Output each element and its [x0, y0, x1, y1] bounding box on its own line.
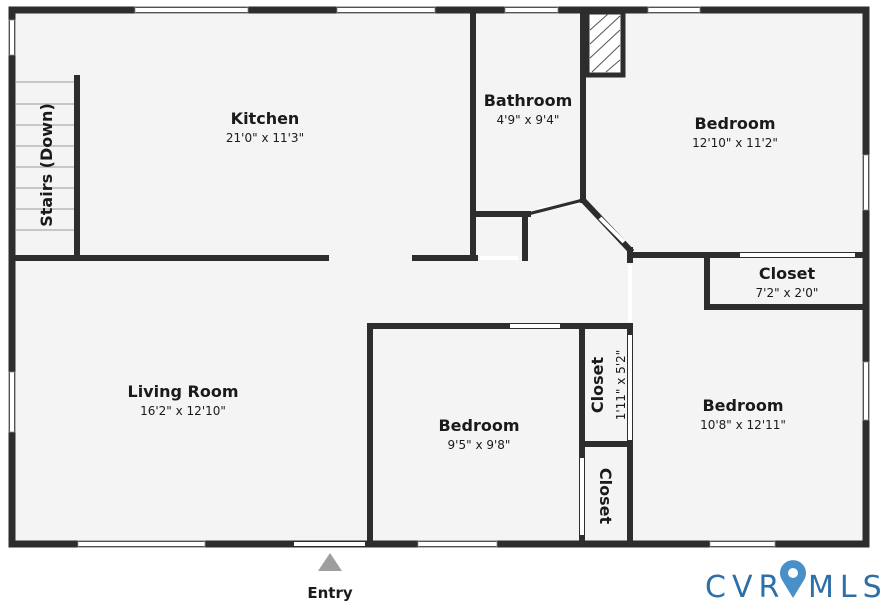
- bedroom-se-label: Bedroom: [702, 396, 783, 415]
- stairs-label: Stairs (Down): [37, 103, 56, 227]
- kitchen-dimensions: 21'0" x 11'3": [226, 131, 304, 145]
- living-room-dimensions: 16'2" x 12'10": [140, 404, 226, 418]
- bedroom-ne-dimensions: 12'10" x 11'2": [692, 136, 778, 150]
- living-room-label: Living Room: [128, 382, 239, 401]
- window-frames: [8, 6, 870, 548]
- windows: [10, 8, 868, 546]
- closet-mid-dimensions: 1'11" x 5'2": [614, 350, 628, 421]
- closet-ne-label: Closet: [759, 264, 816, 283]
- bedroom-se-dimensions: 10'8" x 12'11": [700, 418, 786, 432]
- closet-ne-dimensions: 7'2" x 2'0": [756, 286, 819, 300]
- entry-arrow-icon: [318, 553, 342, 571]
- bathroom-dimensions: 4'9" x 9'4": [497, 113, 560, 127]
- closet-small-label: Closet: [596, 468, 615, 525]
- bedroom-s-label: Bedroom: [438, 416, 519, 435]
- entry-label: Entry: [307, 584, 352, 602]
- floor-area: [10, 8, 868, 546]
- angled-wall-segment: [527, 198, 584, 216]
- kitchen-label: Kitchen: [231, 109, 300, 128]
- chimney: [584, 9, 626, 78]
- cvrmls-logo: CVR MLS: [705, 560, 881, 605]
- closet-mid-label: Closet: [588, 357, 607, 414]
- bedroom-ne-label: Bedroom: [694, 114, 775, 133]
- location-pin-icon: [779, 560, 806, 598]
- logo-text-right: MLS: [808, 570, 881, 605]
- bedroom-s-dimensions: 9'5" x 9'8": [448, 438, 511, 452]
- bathroom-label: Bathroom: [484, 91, 573, 110]
- logo-text-left: CVR: [705, 570, 785, 605]
- stairs-treads: [15, 81, 74, 231]
